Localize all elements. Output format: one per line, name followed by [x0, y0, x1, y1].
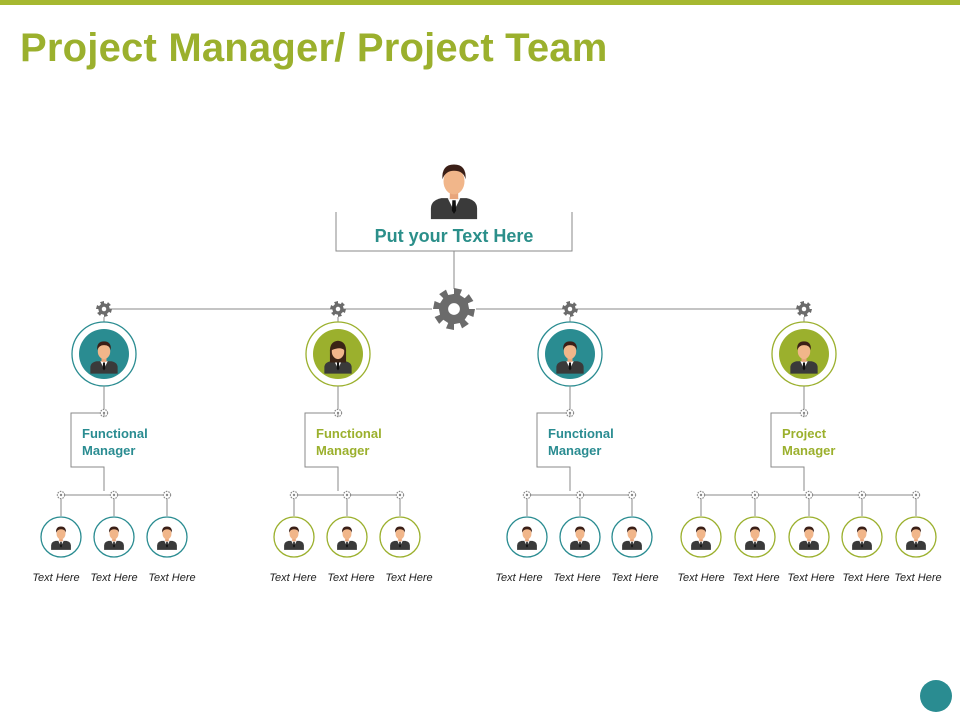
member-label: Text Here	[32, 572, 80, 584]
small-gear-icon	[109, 490, 119, 500]
page-title: Project Manager/ Project Team	[20, 26, 608, 70]
corner-dot	[920, 680, 952, 712]
member-avatar-icon	[517, 526, 537, 550]
member-label: Text Here	[327, 572, 375, 584]
role-label-line: Manager	[548, 443, 602, 458]
member-label: Text Here	[385, 572, 433, 584]
woman-avatar-icon	[324, 340, 352, 374]
member-label: Text Here	[677, 572, 725, 584]
branch-gear-icon	[96, 301, 112, 317]
member-label: Text Here	[842, 572, 890, 584]
role-label-line: Project	[782, 426, 827, 441]
branch-gear-icon	[562, 301, 578, 317]
member-label: Text Here	[611, 572, 659, 584]
role-label-line: Functional	[82, 426, 148, 441]
member-avatar-icon	[622, 526, 642, 550]
member-avatar-icon	[570, 526, 590, 550]
member-avatar-icon	[906, 526, 926, 550]
member-label: Text Here	[894, 572, 942, 584]
member-label: Text Here	[495, 572, 543, 584]
branch-gear-icon	[330, 301, 346, 317]
small-gear-icon	[342, 490, 352, 500]
member-avatar-icon	[691, 526, 711, 550]
member-avatar-icon	[157, 526, 177, 550]
role-label-line: Manager	[82, 443, 136, 458]
role-label-line: Functional	[316, 426, 382, 441]
branch-gear-icon	[796, 301, 812, 317]
small-gear-icon	[911, 490, 921, 500]
small-gear-icon	[395, 490, 405, 500]
member-avatar-icon	[104, 526, 124, 550]
role-bracket-line	[304, 412, 339, 491]
role-bracket-line	[770, 412, 805, 491]
top-accent-bar	[0, 0, 960, 5]
member-label: Text Here	[90, 572, 138, 584]
member-label: Text Here	[148, 572, 196, 584]
member-avatar-icon	[284, 526, 304, 550]
role-label-line: Manager	[782, 443, 836, 458]
man-avatar-icon	[790, 341, 818, 374]
member-avatar-icon	[51, 526, 71, 550]
member-label: Text Here	[732, 572, 780, 584]
member-avatar-icon	[852, 526, 872, 550]
role-bracket-line	[536, 412, 571, 491]
small-gear-icon	[289, 490, 299, 500]
root-label: Put your Text Here	[374, 226, 534, 246]
role-label-line: Functional	[548, 426, 614, 441]
member-label: Text Here	[553, 572, 601, 584]
man-avatar-icon	[556, 341, 584, 374]
small-gear-icon	[750, 490, 760, 500]
member-label: Text Here	[787, 572, 835, 584]
member-avatar-icon	[390, 526, 410, 550]
small-gear-icon	[162, 490, 172, 500]
small-gear-icon	[857, 490, 867, 500]
small-gear-icon	[56, 490, 66, 500]
man-avatar-icon	[90, 341, 118, 374]
small-gear-icon	[522, 490, 532, 500]
small-gear-icon	[696, 490, 706, 500]
member-avatar-icon	[799, 526, 819, 550]
small-gear-icon	[575, 490, 585, 500]
root-person-icon	[430, 164, 478, 220]
role-label-line: Manager	[316, 443, 370, 458]
small-gear-icon	[804, 490, 814, 500]
member-label: Text Here	[269, 572, 317, 584]
member-avatar-icon	[745, 526, 765, 550]
small-gear-icon	[627, 490, 637, 500]
member-avatar-icon	[337, 526, 357, 550]
role-bracket-line	[70, 412, 105, 491]
main-gear-icon	[433, 288, 475, 330]
